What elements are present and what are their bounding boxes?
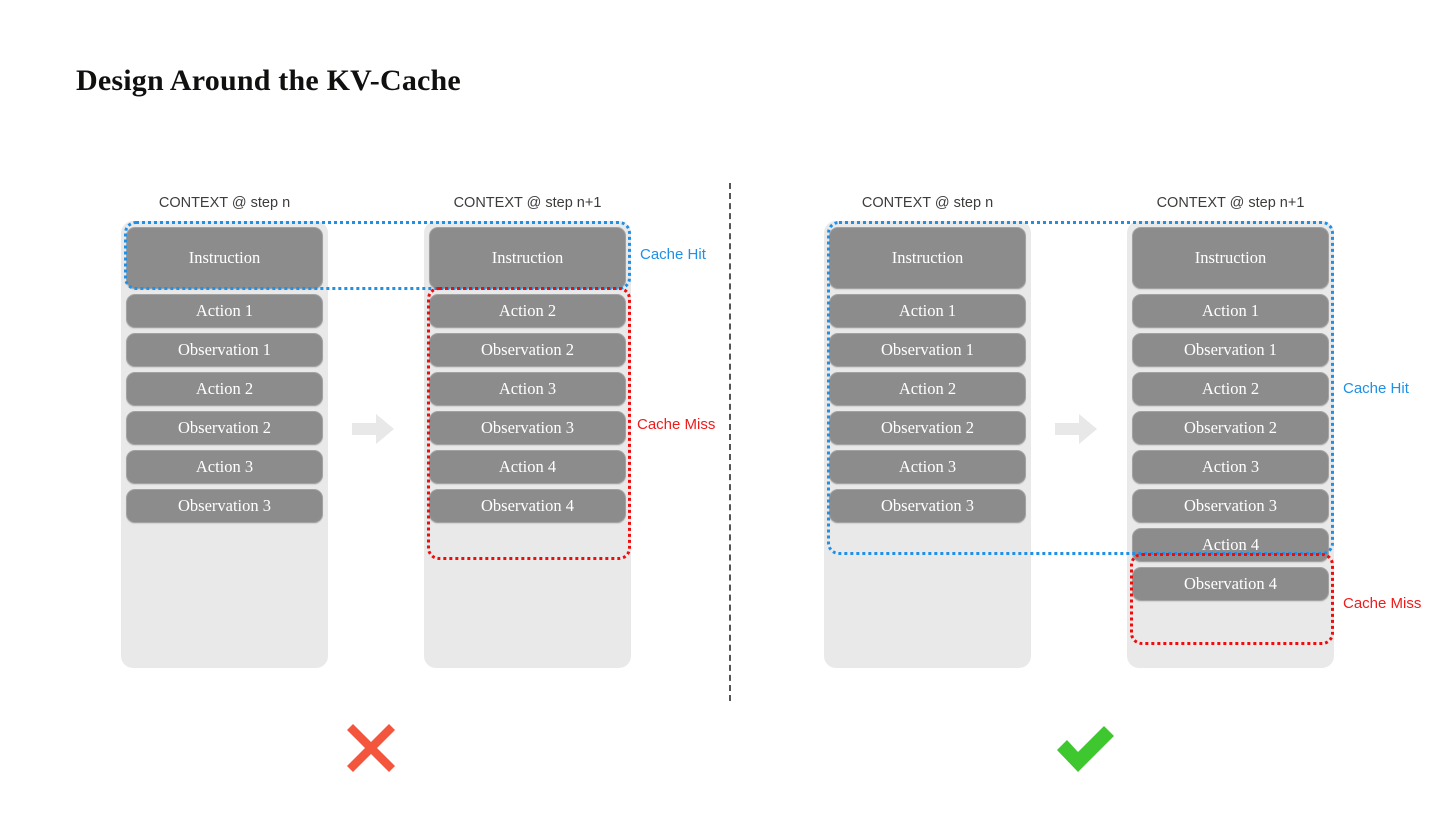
good-step-n1-cell: Observation 1 <box>1132 333 1329 367</box>
bad-step-n1-cell: Action 3 <box>429 372 626 406</box>
good-step-n1-cell: Observation 4 <box>1132 567 1329 601</box>
bad-step-n-cell: Observation 1 <box>126 333 323 367</box>
bad-step-n1-header: CONTEXT @ step n+1 <box>453 195 602 211</box>
good-step-n1-cell: Observation 3 <box>1132 489 1329 523</box>
bad-step-n-cell: Instruction <box>126 227 323 289</box>
good-step-n-cell: Instruction <box>829 227 1026 289</box>
good-step-n1-cell: Observation 2 <box>1132 411 1329 445</box>
good-step-n1-cell: Action 2 <box>1132 372 1329 406</box>
bad-step-n1-cell: Observation 2 <box>429 333 626 367</box>
bad-step-n-cell: Action 1 <box>126 294 323 328</box>
good-step-n1-cell: Action 1 <box>1132 294 1329 328</box>
bad-step-n1-cell: Observation 4 <box>429 489 626 523</box>
bad-step-n-cell: Action 2 <box>126 372 323 406</box>
good-cache-hit-label: Cache Hit <box>1343 380 1409 397</box>
panel-divider <box>729 183 731 701</box>
arrow-right-icon <box>352 412 394 446</box>
check-mark-icon <box>1049 712 1121 784</box>
good-step-n-cell: Observation 1 <box>829 333 1026 367</box>
bad-step-n1-cell: Instruction <box>429 227 626 289</box>
good-step-n-cell: Action 2 <box>829 372 1026 406</box>
arrow-right-icon <box>1055 412 1097 446</box>
good-step-n-cell: Observation 2 <box>829 411 1026 445</box>
page-title: Design Around the KV-Cache <box>76 64 461 97</box>
good-step-n-cell: Action 3 <box>829 450 1026 484</box>
good-cache-miss-label: Cache Miss <box>1343 595 1422 612</box>
good-step-n1-cell: Action 4 <box>1132 528 1329 562</box>
bad-cache-hit-label: Cache Hit <box>640 246 706 263</box>
bad-step-n1-cell: Action 4 <box>429 450 626 484</box>
good-step-n-cell: Observation 3 <box>829 489 1026 523</box>
bad-step-n-cell: Observation 2 <box>126 411 323 445</box>
good-step-n-cell: Action 1 <box>829 294 1026 328</box>
bad-cache-miss-label: Cache Miss <box>637 416 716 433</box>
bad-step-n-cell: Action 3 <box>126 450 323 484</box>
bad-step-n1-cell: Action 2 <box>429 294 626 328</box>
good-step-n1-header: CONTEXT @ step n+1 <box>1156 195 1305 211</box>
cross-mark-icon <box>335 712 407 784</box>
good-step-n-header: CONTEXT @ step n <box>861 195 994 211</box>
good-step-n1-cell: Action 3 <box>1132 450 1329 484</box>
good-step-n1-cell: Instruction <box>1132 227 1329 289</box>
bad-step-n-header: CONTEXT @ step n <box>158 195 291 211</box>
bad-step-n-cell: Observation 3 <box>126 489 323 523</box>
bad-step-n1-cell: Observation 3 <box>429 411 626 445</box>
